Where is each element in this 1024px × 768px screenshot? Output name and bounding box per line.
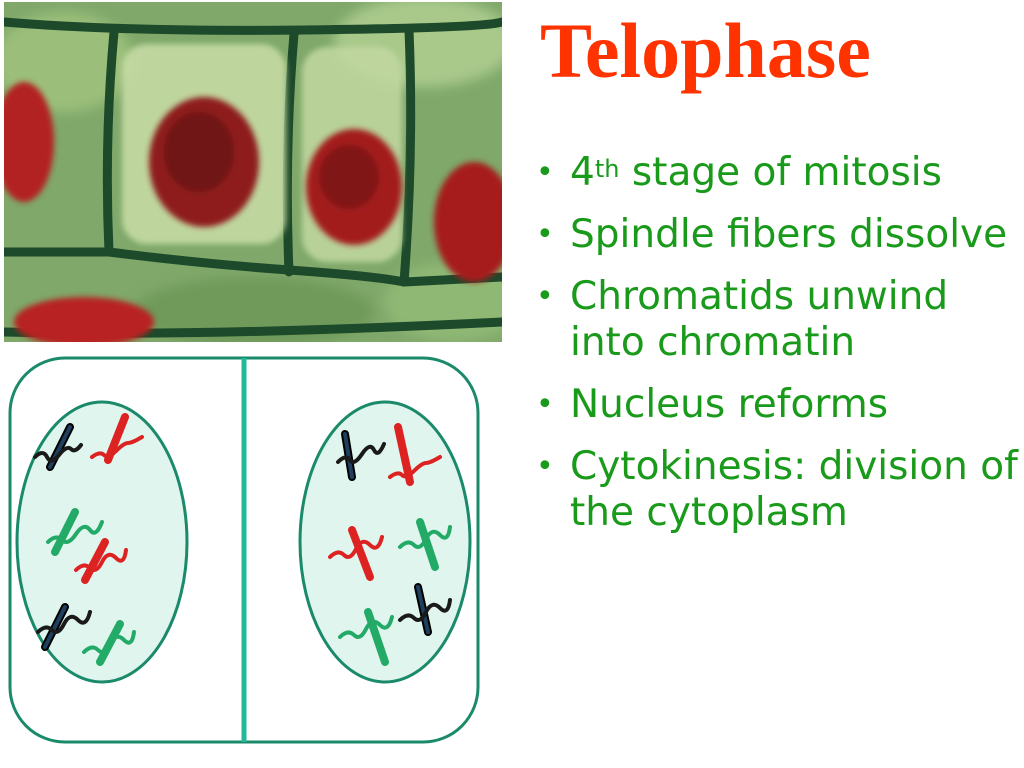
slide-title: Telophase (540, 7, 871, 94)
bullet-dot: • (536, 155, 554, 190)
bullet-item: • 4th stage of mitosis (532, 150, 1022, 196)
bullet-item: • Spindle fibers dissolve (532, 212, 1022, 258)
micrograph-image (4, 2, 502, 342)
chromosome-green (82, 620, 136, 666)
chromosome-red (388, 423, 442, 486)
bullet-dot: • (536, 217, 554, 252)
chromosome-dark (33, 423, 83, 471)
chromosome-dark (398, 583, 452, 636)
bullet-dot: • (536, 387, 554, 422)
bullet-dot: • (536, 449, 554, 484)
bullet-item: • Cytokinesis: division of the cytoplasm (532, 444, 1022, 536)
chromosome-green (338, 608, 394, 666)
left-chromosomes (33, 413, 144, 666)
chromosome-red (90, 413, 144, 464)
bullet-text: Chromatids unwind into chromatin (570, 274, 949, 365)
chromosome-dark (36, 603, 92, 651)
bullet-text: Cytokinesis: division of the cytoplasm (570, 444, 1018, 535)
bullet-text: Nucleus reforms (570, 382, 889, 427)
daughter-cells-diagram (0, 352, 490, 752)
bullet-list: • 4th stage of mitosis • Spindle fibers … (532, 150, 1022, 552)
bullet-text: stage of mitosis (619, 150, 942, 195)
bullet-item: • Nucleus reforms (532, 382, 1022, 428)
chromosome-red (328, 526, 384, 581)
bullet-superscript: th (594, 155, 620, 183)
chromosome-red (74, 538, 128, 584)
bullet-text: 4 (570, 150, 595, 195)
bullet-item: • Chromatids unwind into chromatin (532, 274, 1022, 366)
chromosome-green (46, 508, 104, 556)
bullet-dot: • (536, 279, 554, 314)
right-chromosomes (328, 423, 452, 666)
nuclei (4, 82, 502, 342)
chromosome-green (398, 518, 452, 571)
micrograph-svg (4, 2, 502, 342)
chromosome-dark (336, 430, 386, 481)
bullet-text: Spindle fibers dissolve (570, 212, 1008, 257)
diagram-svg (8, 356, 480, 744)
